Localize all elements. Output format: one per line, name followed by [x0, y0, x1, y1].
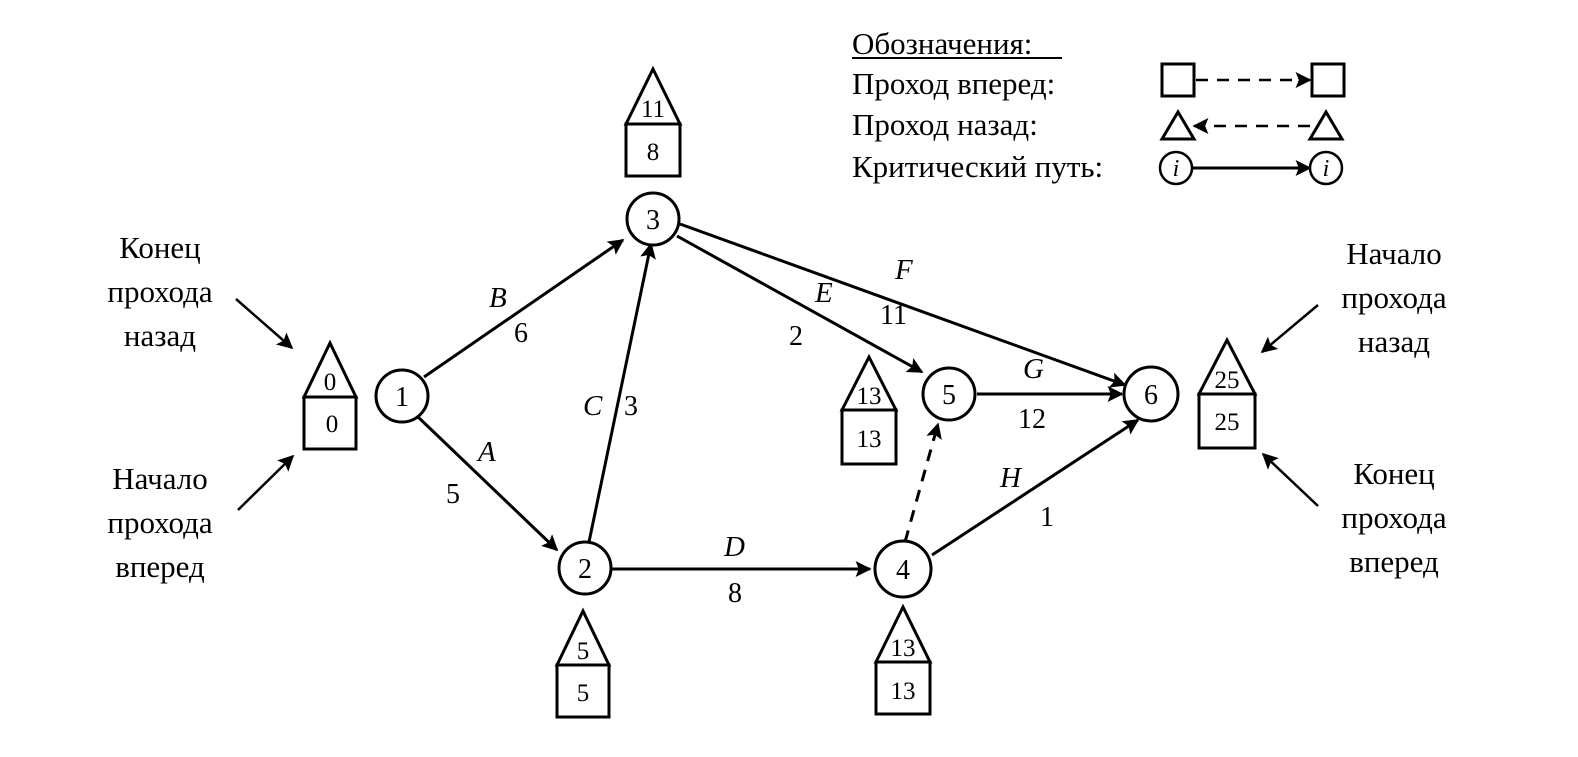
- nodes: 1 2 3 4 5 6: [374, 191, 1180, 599]
- forward-time-node-5: 13: [857, 426, 882, 453]
- legend-critical-node-end: i: [1308, 150, 1344, 186]
- pointer-arrow-right-top: [1260, 304, 1319, 354]
- annotation-left-bottom-line-3: вперед: [115, 549, 205, 584]
- legend-critical-symbol-end: i: [1323, 156, 1330, 182]
- node-1: 1: [374, 368, 430, 424]
- pointer-arrow-left-top: [235, 298, 294, 350]
- annotation-right-top: Начало прохода назад: [1260, 236, 1447, 359]
- node-1-label: 1: [395, 382, 409, 413]
- edge-e: [676, 234, 924, 374]
- edge-label-d: D: [723, 531, 745, 563]
- legend-title: Обозначения:: [852, 26, 1032, 61]
- annotation-left-top-line-2: прохода: [107, 274, 213, 309]
- annotation-left-bottom: Начало прохода вперед: [107, 454, 295, 584]
- node-5: 5: [921, 366, 977, 422]
- edge-h: [931, 418, 1140, 557]
- edge-label-f: F: [894, 254, 913, 286]
- edge-duration-b: 6: [514, 318, 528, 349]
- node-4: 4: [873, 539, 933, 599]
- node-2: 2: [557, 540, 613, 596]
- annotation-right-bottom-line-1: Конец: [1353, 456, 1435, 491]
- legend-critical-symbol-start: i: [1173, 156, 1180, 182]
- time-marker-node-6: 25 25: [1196, 336, 1258, 450]
- annotation-right-top-line-3: назад: [1358, 324, 1430, 359]
- legend-forward-box-start: [1160, 62, 1196, 98]
- backward-time-node-4: 13: [891, 635, 916, 662]
- time-marker-node-2: 5 5: [554, 607, 612, 719]
- legend-backward-triangle-end: [1307, 109, 1345, 141]
- legend-forward-label: Проход вперед:: [852, 66, 1055, 101]
- node-4-label: 4: [896, 555, 910, 586]
- node-5-label: 5: [942, 380, 956, 411]
- annotation-left-top: Конец прохода назад: [107, 230, 294, 353]
- time-marker-node-3: 11 8: [623, 65, 683, 178]
- forward-time-node-6: 25: [1215, 409, 1240, 436]
- edge-label-a: A: [476, 436, 496, 468]
- edge-label-c: C: [583, 390, 603, 422]
- forward-time-node-3: 8: [647, 139, 660, 166]
- edge-label-b: B: [489, 282, 507, 314]
- edge-duration-g: 12: [1018, 404, 1046, 435]
- edge-labels: A 5 B 6 C 3 D 8 E 2 F 11 G 12 H 1: [446, 254, 1054, 609]
- node-3: 3: [625, 191, 681, 247]
- edge-duration-c: 3: [624, 391, 638, 422]
- time-markers: 0 0 5 5 11 8 13 13 13 13: [301, 65, 1258, 719]
- edge-a: [415, 414, 559, 552]
- forward-time-node-1: 0: [326, 411, 339, 438]
- edge-duration-d: 8: [728, 578, 742, 609]
- node-2-label: 2: [578, 554, 592, 585]
- annotation-right-top-line-1: Начало: [1346, 236, 1442, 271]
- legend-backward-triangle-start: [1159, 109, 1197, 141]
- forward-time-node-4: 13: [891, 678, 916, 705]
- annotation-left-top-line-3: назад: [124, 318, 196, 353]
- annotation-left-top-line-1: Конец: [119, 230, 201, 265]
- edge-c: [587, 242, 656, 543]
- pointer-arrow-left-bottom: [237, 454, 295, 511]
- annotation-left-bottom-line-1: Начало: [112, 461, 208, 496]
- node-6-label: 6: [1144, 380, 1158, 411]
- time-marker-node-4: 13 13: [873, 603, 933, 716]
- edge-f: [679, 222, 1127, 388]
- backward-time-node-3: 11: [641, 96, 665, 123]
- pointer-arrow-right-bottom: [1261, 452, 1319, 507]
- legend-forward-box-end: [1310, 62, 1346, 98]
- annotation-right-bottom-line-3: вперед: [1349, 544, 1439, 579]
- legend: Обозначения: Проход вперед: Проход назад…: [852, 26, 1346, 186]
- edge-dummy: [903, 422, 942, 543]
- edges: [415, 222, 1140, 577]
- forward-time-node-2: 5: [577, 680, 590, 707]
- edge-duration-f: 11: [880, 300, 907, 331]
- edge-label-h: H: [999, 462, 1023, 494]
- backward-time-node-1: 0: [324, 369, 337, 396]
- side-annotations: Конец прохода назад Начало прохода впере…: [107, 230, 1447, 584]
- edge-b: [423, 238, 625, 379]
- edge-duration-h: 1: [1040, 502, 1054, 533]
- node-6: 6: [1122, 365, 1180, 423]
- annotation-right-bottom-line-2: прохода: [1341, 500, 1447, 535]
- annotation-left-bottom-line-2: прохода: [107, 505, 213, 540]
- backward-time-node-6: 25: [1215, 367, 1240, 394]
- time-marker-node-1: 0 0: [301, 339, 359, 451]
- node-3-label: 3: [646, 205, 660, 236]
- annotation-right-top-line-2: прохода: [1341, 280, 1447, 315]
- legend-backward-label: Проход назад:: [852, 107, 1038, 142]
- edge-label-g: G: [1023, 353, 1044, 385]
- edge-label-e: E: [814, 277, 833, 309]
- annotation-right-bottom: Конец прохода вперед: [1261, 452, 1447, 579]
- backward-time-node-2: 5: [577, 638, 590, 665]
- legend-critical-node-start: i: [1158, 150, 1194, 186]
- edge-duration-e: 2: [789, 321, 803, 352]
- time-marker-node-5: 13 13: [839, 353, 899, 466]
- edge-duration-a: 5: [446, 479, 460, 510]
- legend-critical-label: Критический путь:: [852, 149, 1103, 184]
- backward-time-node-5: 13: [857, 383, 882, 410]
